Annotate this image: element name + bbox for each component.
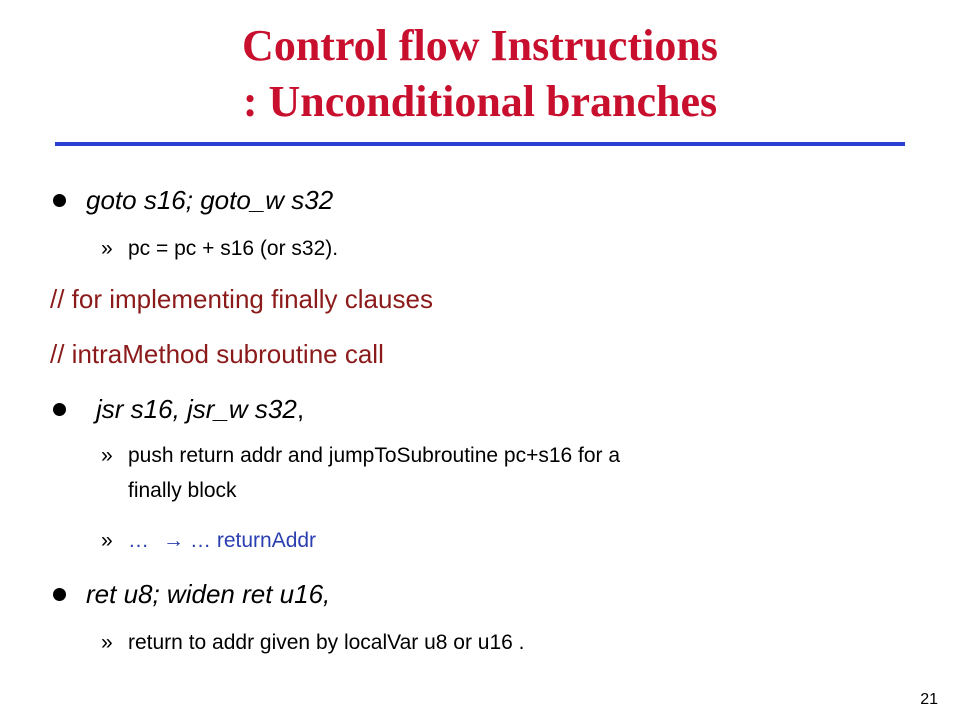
slide-title: Control flow Instructions : Unconditiona… bbox=[0, 18, 960, 130]
sub-marker: » bbox=[101, 237, 113, 260]
sub-goto: pc = pc + s16 (or s32). bbox=[128, 237, 339, 260]
comment-subroutine: // intraMethod subroutine call bbox=[50, 339, 384, 369]
bullet-goto: goto s16; goto_w s32 bbox=[86, 185, 334, 215]
title-line-2: : Unconditional branches bbox=[242, 77, 718, 126]
comment-finally: // for implementing finally clauses bbox=[50, 284, 433, 314]
sub-jsr-line2: finally block bbox=[128, 479, 237, 502]
flow-right: … returnAddr bbox=[190, 529, 317, 552]
bullet-ret: ret u8; widen ret u16, bbox=[86, 579, 331, 609]
bullet-jsr-text: jsr s16, jsr_w s32 bbox=[96, 394, 297, 424]
bullet-dot-icon bbox=[53, 194, 66, 207]
title-line-1: Control flow Instructions bbox=[242, 21, 718, 70]
bullet-dot-icon bbox=[53, 588, 66, 601]
bullet-jsr-comma: , bbox=[296, 394, 305, 424]
title-underline bbox=[55, 142, 905, 146]
sub-marker: » bbox=[101, 529, 113, 552]
sub-marker: » bbox=[101, 444, 113, 467]
bullet-dot-icon bbox=[53, 403, 66, 416]
bullet-jsr: jsr s16, jsr_w s32, bbox=[96, 393, 304, 425]
sub-jsr-line1: push return addr and jumpToSubroutine pc… bbox=[128, 444, 621, 467]
sub-jsr-flow: … → … returnAddr bbox=[128, 527, 316, 555]
right-arrow-icon: → bbox=[163, 529, 184, 552]
flow-left: … bbox=[128, 529, 149, 552]
sub-marker: » bbox=[101, 631, 113, 654]
sub-ret: return to addr given by localVar u8 or u… bbox=[128, 631, 525, 654]
page-number: 21 bbox=[920, 691, 938, 708]
